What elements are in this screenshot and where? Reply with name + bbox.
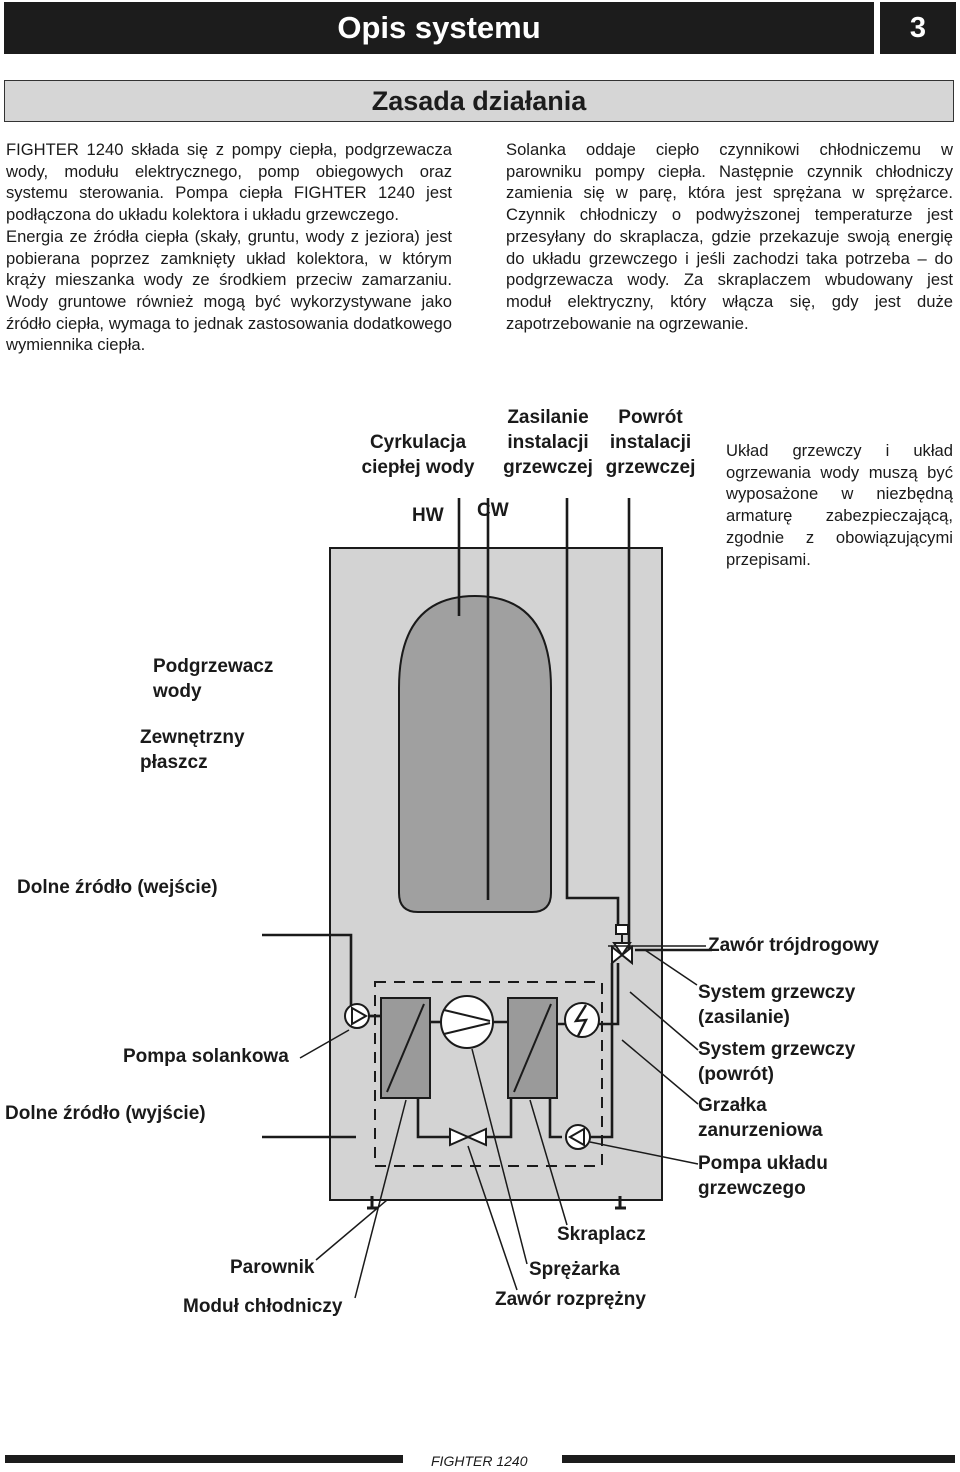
label-circulation-line1: Cyrkulacja [369, 432, 467, 453]
label-immersion-heater-line1: Grzałka [698, 1095, 767, 1116]
label-heating-supply-line2: instalacji [507, 432, 589, 453]
footer-bars [5, 1455, 955, 1463]
label-heating-system-supply: System grzewczy (zasilanie) [698, 980, 855, 1030]
page-title: Opis systemu [337, 10, 541, 45]
label-evaporator: Parownik [230, 1257, 315, 1278]
header-bar [4, 2, 874, 54]
compressor-icon [440, 995, 494, 1049]
heating-return-in [590, 963, 614, 1139]
label-immersion-heater: Grzałka zanurzeniowa [698, 1093, 823, 1143]
evaporator [380, 997, 431, 1099]
label-heating-return-line2: instalacji [609, 432, 692, 453]
section-title: Zasada działania [371, 86, 587, 116]
footer-model: FIGHTER 1240 [431, 1453, 528, 1469]
label-brine-in: Dolne źródło (wejście) [17, 877, 218, 898]
brine-pump-icon [344, 1003, 370, 1029]
water-heater-tank [398, 594, 552, 913]
label-expansion-valve: Zawór rozprężny [495, 1289, 646, 1310]
label-heating-system-supply-line2: (zasilanie) [698, 1007, 790, 1028]
condenser-bottom [548, 1098, 562, 1139]
label-heating-system-return-line2: (powrót) [698, 1064, 774, 1085]
label-hw: HW [412, 505, 444, 526]
label-heating-system-return-line1: System grzewczy [698, 1039, 856, 1060]
heating-pump-icon [565, 1124, 591, 1150]
label-water-heater-line2: wody [153, 681, 202, 702]
intro-right-column: Solanka oddaje ciepło czynnikowi chłodni… [506, 139, 953, 334]
label-heating-pump: Pompa układu grzewczego [698, 1151, 828, 1201]
intro-right-paragraph-1: Solanka oddaje ciepło czynnikowi chłodni… [506, 140, 953, 333]
label-cooling-module: Moduł chłodniczy [183, 1296, 343, 1317]
label-outer-casing: Zewnętrzny płaszcz [140, 725, 245, 775]
label-heating-system-supply-line1: System grzewczy [698, 982, 856, 1003]
label-heating-supply-line3: grzewczej [503, 457, 593, 478]
leader-lines [299, 945, 706, 1299]
safety-note: Układ grzewczy i układ ogrzewania wody m… [726, 441, 953, 569]
label-brine-out: Dolne źródło (wyjście) [5, 1103, 206, 1124]
label-circulation: Cyrkulacja ciepłej wody [356, 430, 480, 480]
label-cw: CW [477, 500, 509, 521]
label-water-heater: Podgrzewacz wody [153, 654, 273, 704]
section-box [4, 80, 954, 122]
cooling-module-outline [374, 981, 603, 1167]
label-water-heater-line1: Podgrzewacz [153, 656, 274, 677]
label-circulation-line2: ciepłej wody [361, 457, 475, 478]
immersion-heater-icon [564, 1002, 600, 1038]
label-heating-supply: Zasilanie instalacji grzewczej [499, 405, 597, 480]
label-outer-casing-line1: Zewnętrzny [140, 727, 245, 748]
label-heating-return-line1: Powrót [618, 407, 683, 428]
page-number: 3 [880, 2, 956, 54]
label-heating-return-line3: grzewczej [605, 457, 696, 478]
supply-pipe [565, 498, 620, 932]
label-three-way-valve: Zawór trójdrogowy [708, 935, 879, 956]
label-heating-pump-line2: grzewczego [698, 1178, 806, 1199]
expansion-valve-icon [449, 1127, 487, 1147]
system-diagram [262, 498, 712, 1299]
label-heating-pump-line1: Pompa układu [698, 1153, 828, 1174]
condenser [507, 997, 558, 1099]
label-compressor: Sprężarka [529, 1259, 620, 1280]
label-heating-return: Powrót instalacji grzewczej [602, 405, 699, 480]
intro-left-column: FIGHTER 1240 składa się z pompy ciepła, … [6, 139, 452, 356]
label-condenser: Skraplacz [557, 1224, 646, 1245]
label-heating-system-return: System grzewczy (powrót) [698, 1037, 855, 1087]
label-heating-supply-line1: Zasilanie [507, 407, 589, 428]
intro-left-paragraph-2: Energia ze źródła ciepła (skały, gruntu,… [6, 226, 452, 355]
label-brine-pump: Pompa solankowa [123, 1046, 289, 1067]
label-outer-casing-line2: płaszcz [140, 752, 208, 773]
intro-left-paragraph-1: FIGHTER 1240 składa się z pompy ciepła, … [6, 140, 452, 225]
label-immersion-heater-line2: zanurzeniowa [698, 1120, 823, 1141]
casing-feet [367, 1196, 626, 1210]
